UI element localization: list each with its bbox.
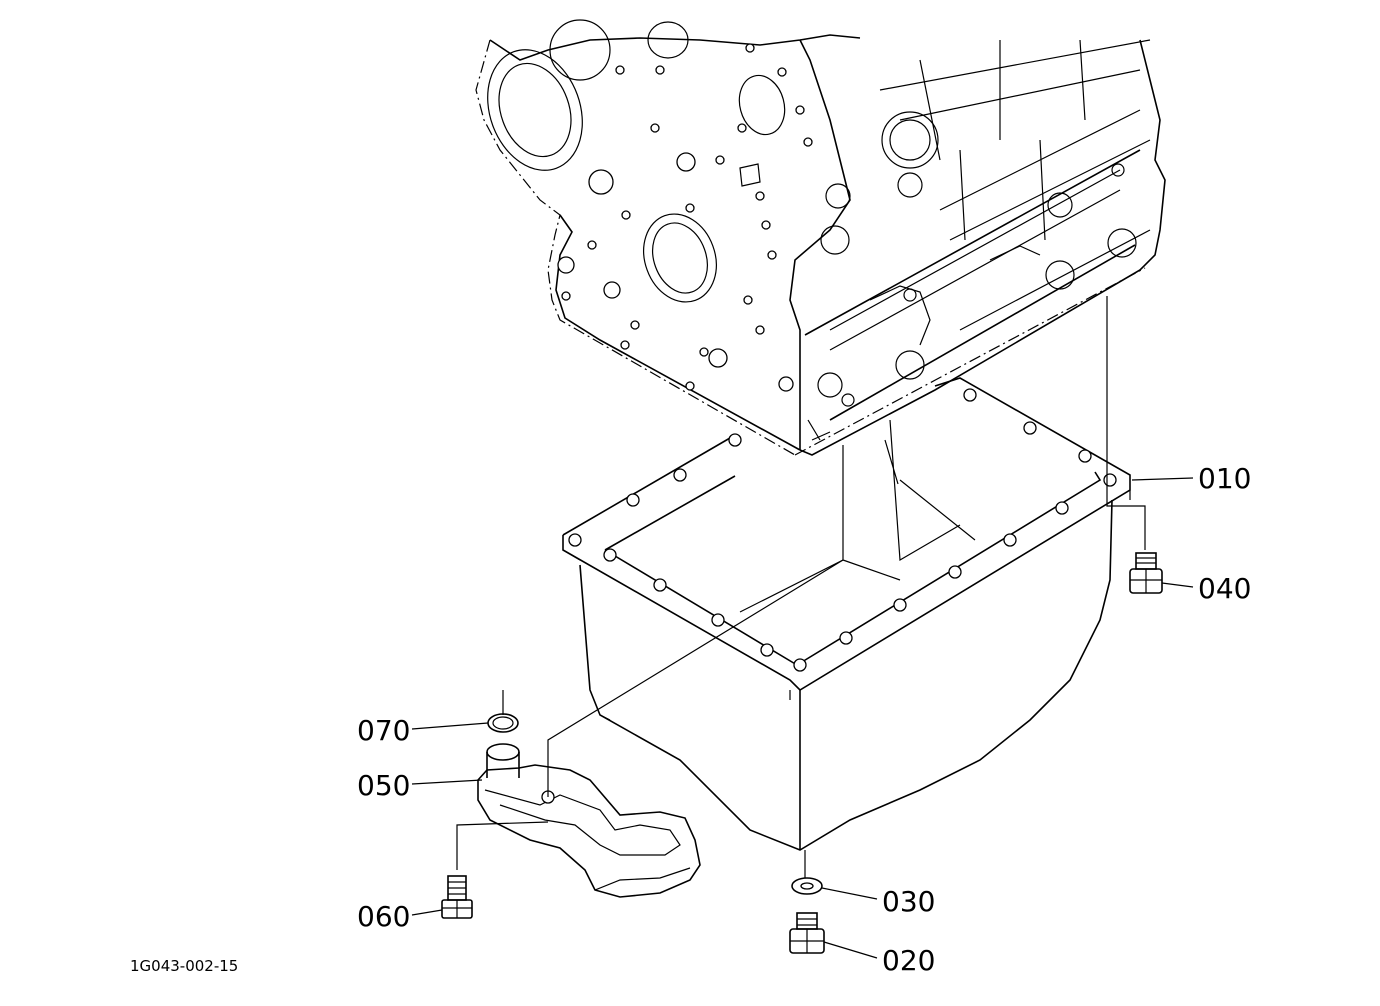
callout-leaders — [411, 477, 1194, 959]
callout-labels: 010 040 070 050 060 030 020 — [357, 462, 1251, 977]
callout-060: 060 — [357, 900, 410, 933]
oil-pan — [562, 377, 1131, 851]
oil-strainer — [456, 559, 844, 898]
drain-plug-020 — [789, 912, 825, 954]
callout-070: 070 — [357, 714, 410, 747]
washer-030 — [791, 850, 823, 895]
callout-010: 010 — [1198, 462, 1251, 495]
callout-050: 050 — [357, 769, 410, 802]
callout-020: 020 — [882, 944, 935, 977]
plug-040 — [1106, 296, 1163, 594]
figure-id: 1G043-002-15 — [130, 957, 238, 975]
bolt-060 — [441, 875, 473, 919]
engine-block — [475, 19, 1166, 456]
callout-030: 030 — [882, 885, 935, 918]
callout-040: 040 — [1198, 572, 1251, 605]
